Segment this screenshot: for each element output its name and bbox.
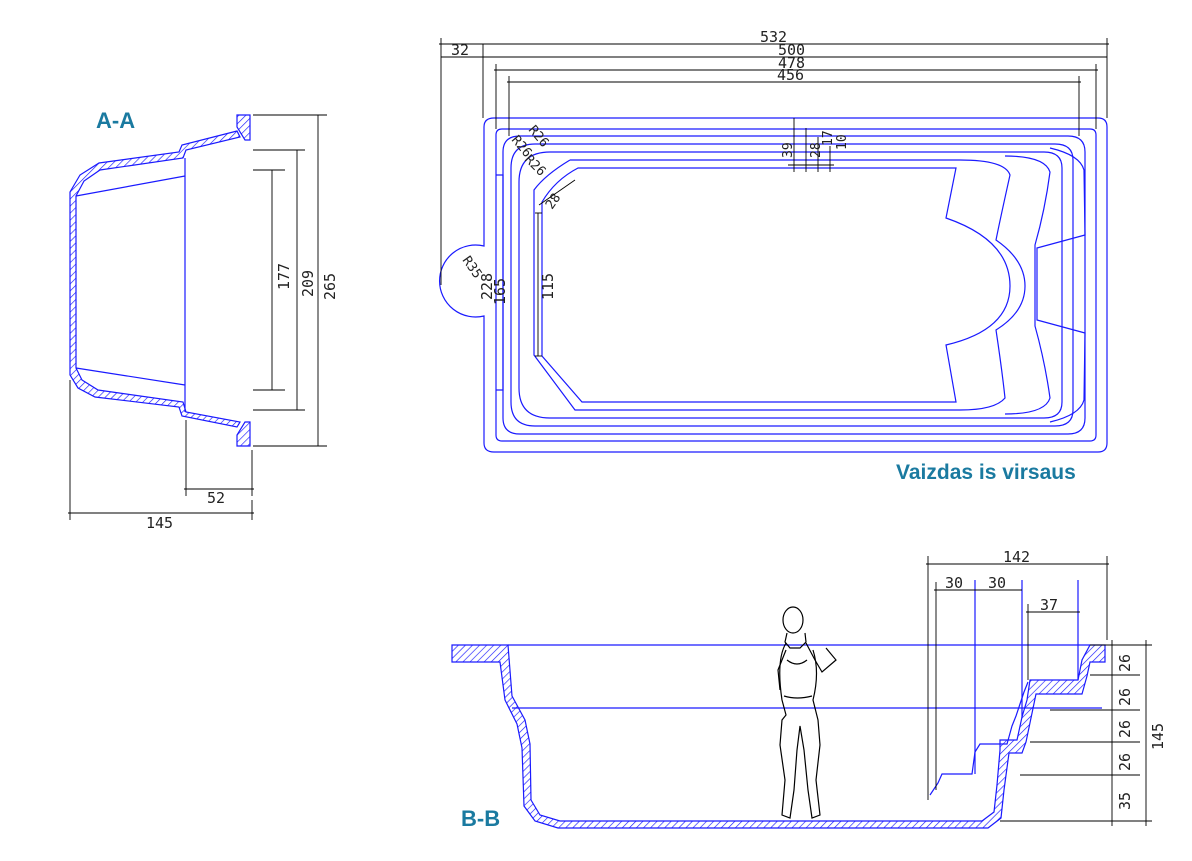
- dim-top-500: 500: [483, 41, 1107, 59]
- svg-text:28: 28: [809, 142, 824, 158]
- svg-text:115: 115: [539, 273, 557, 300]
- dim-bb-vertical-chain: 26 26 26 26 35 145: [1000, 640, 1167, 826]
- pool-wall-line1: [502, 135, 1086, 435]
- svg-text:30: 30: [945, 574, 963, 592]
- section-bb: B-B 142 30 30: [451, 548, 1167, 831]
- svg-text:209: 209: [299, 270, 317, 297]
- section-aa-wall: [69, 114, 251, 447]
- dim-top-39-28-17-10: 39 28 17 10: [781, 118, 850, 172]
- dim-top-115: 115: [535, 212, 557, 357]
- svg-text:26: 26: [1116, 720, 1134, 738]
- svg-text:500: 500: [778, 41, 805, 59]
- pool-step-3: [1036, 147, 1086, 423]
- section-bb-title: B-B: [461, 806, 500, 831]
- dim-aa-145: 145: [68, 380, 254, 532]
- section-aa-title: A-A: [96, 108, 135, 133]
- pool-floor-inner: [541, 167, 1011, 403]
- svg-text:177: 177: [275, 263, 293, 290]
- dim-top-28b: 28: [543, 191, 564, 212]
- pool-step-2: [1004, 155, 1051, 415]
- svg-text:265: 265: [321, 273, 339, 300]
- pool-wall-line3: [518, 151, 1063, 419]
- bb-steps-outline: [929, 681, 1029, 796]
- svg-text:142: 142: [1003, 548, 1030, 566]
- dim-aa-209: 209: [253, 149, 317, 411]
- top-view-title: Vaizdas is virsaus: [896, 461, 1076, 484]
- dim-bb-37: 37: [1026, 596, 1080, 680]
- svg-text:145: 145: [1149, 723, 1167, 750]
- dim-bb-30b: 30: [978, 574, 1022, 592]
- dim-top-165: 165: [491, 278, 509, 305]
- svg-text:26: 26: [1116, 753, 1134, 771]
- svg-text:32: 32: [451, 41, 469, 59]
- svg-text:456: 456: [777, 66, 804, 84]
- svg-text:478: 478: [778, 54, 805, 72]
- svg-text:532: 532: [760, 28, 787, 46]
- dim-aa-177: 177: [253, 169, 293, 391]
- dim-bb-142: 142: [926, 548, 1109, 800]
- svg-text:39: 39: [781, 142, 796, 158]
- dim-top-228: 228: [478, 273, 496, 300]
- dim-top-532: 532: [439, 28, 1109, 285]
- dim-top-456: 456: [507, 66, 1081, 136]
- top-view: Vaizdas is virsaus 532 32 500: [439, 28, 1109, 484]
- svg-text:17: 17: [821, 130, 836, 146]
- pool-wall-line2: [510, 143, 1074, 427]
- svg-text:37: 37: [1040, 596, 1058, 614]
- dim-aa-265: 265: [253, 114, 339, 447]
- svg-text:26: 26: [1116, 654, 1134, 672]
- svg-text:145: 145: [146, 514, 173, 532]
- person-figure: [777, 606, 837, 819]
- dim-aa-52: 52: [184, 420, 254, 507]
- pool-step-1: [959, 159, 1026, 411]
- pool-floor-outline: [533, 159, 960, 411]
- svg-text:30: 30: [988, 574, 1006, 592]
- pool-left-strip: [496, 174, 504, 391]
- dim-bb-30a: 30: [934, 574, 978, 790]
- bb-step-verticals: [974, 580, 1079, 774]
- pool-rim-outer: [439, 117, 1108, 453]
- section-bb-wall: [451, 644, 1106, 829]
- svg-text:35: 35: [1116, 792, 1134, 810]
- section-aa-floor-line: [75, 175, 186, 386]
- pool-rim-inner: [495, 128, 1097, 442]
- svg-text:26: 26: [1116, 688, 1134, 706]
- svg-text:52: 52: [207, 489, 225, 507]
- svg-text:10: 10: [835, 134, 850, 150]
- dim-top-32: 32: [441, 41, 484, 118]
- section-aa: A-A 177 209 265 52 145: [68, 108, 339, 532]
- dim-top-478: 478: [494, 54, 1098, 129]
